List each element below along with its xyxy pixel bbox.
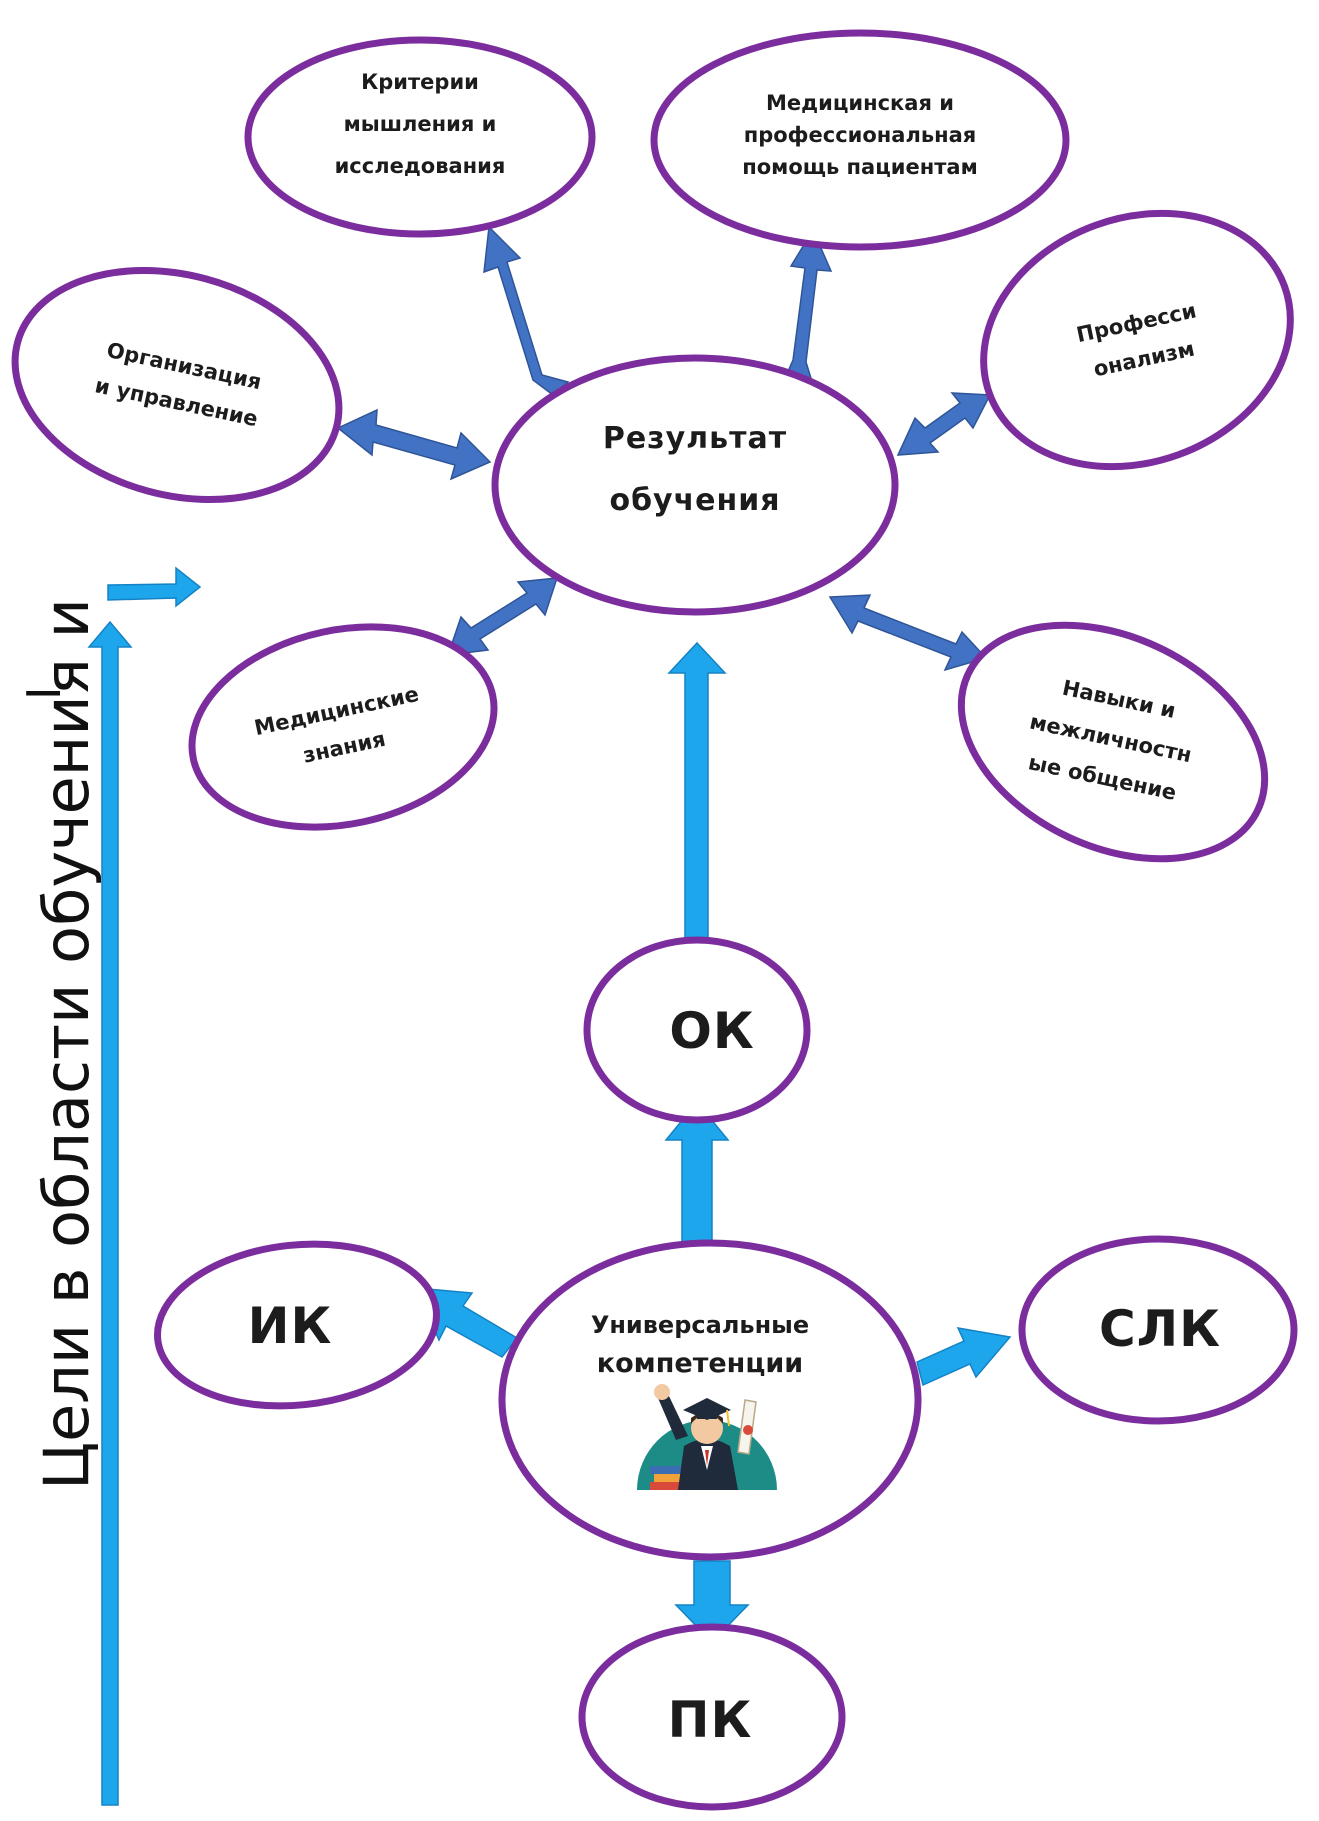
arrow-center-organization — [336, 408, 492, 481]
arrows — [87, 225, 1012, 1806]
center-result: Результат обучения — [491, 354, 899, 616]
outcome-thinking-line-1: Критерии — [361, 70, 479, 94]
side-caption-mark: I — [17, 686, 71, 700]
center-result-line-2: обучения — [609, 483, 780, 518]
node-ok-label: ОК — [669, 1002, 754, 1060]
arrow-universal-to-pk — [674, 1560, 750, 1644]
node-pk-label: ПК — [668, 1691, 753, 1749]
arrow-center-medical-help — [780, 228, 833, 389]
outcome-knowledge: Медицинские знания — [188, 623, 498, 831]
arrow-ok-to-center — [667, 641, 727, 941]
side-caption-text: Цели в области обучения и — [30, 598, 103, 1490]
side-caption: Цели в области обучения и I — [17, 598, 103, 1490]
arrow-side-up — [87, 620, 133, 1806]
outcome-medical-help-line-3: помощь пациентам — [742, 155, 978, 179]
node-slk: СЛК — [1018, 1235, 1298, 1425]
outcome-organization: Организация и управление — [11, 266, 343, 504]
node-universal: Универсальные компетенции — [498, 1239, 922, 1561]
arrow-universal-to-ok — [664, 1100, 730, 1254]
node-universal-line-2: компетенции — [597, 1348, 803, 1379]
arrow-universal-to-ik — [414, 1287, 519, 1358]
arrow-center-professionalism — [896, 392, 992, 456]
arrow-side-right — [107, 566, 202, 608]
node-ik-label: ИК — [248, 1297, 333, 1355]
node-pk: ПК — [578, 1623, 846, 1811]
arrow-center-knowledge — [446, 577, 559, 656]
center-result-line-1: Результат — [603, 421, 787, 456]
outcome-communication: Навыки и межличностн ые общение — [957, 621, 1269, 863]
outcome-medical-help-line-1: Медицинская и — [766, 91, 954, 115]
arrow-universal-to-slk — [916, 1327, 1012, 1387]
node-ik: ИК — [154, 1240, 440, 1410]
node-slk-label: СЛК — [1099, 1300, 1221, 1358]
arrow-center-thinking — [483, 225, 570, 396]
node-universal-line-1: Универсальные — [591, 1311, 809, 1339]
outcome-thinking: Критерии мышления и исследования — [244, 36, 596, 238]
outcome-professionalism: Професси онализм — [980, 209, 1294, 471]
outcome-thinking-line-3: исследования — [335, 154, 506, 178]
outcome-medical-help: Медицинская и профессиональная помощь па… — [650, 29, 1070, 251]
outcome-medical-help-line-2: профессиональная — [744, 123, 977, 147]
graduate-with-diploma-icon — [637, 1384, 777, 1490]
arrow-center-communication — [828, 594, 988, 672]
node-ok: ОК — [583, 936, 811, 1124]
outcome-thinking-line-2: мышления и — [344, 112, 497, 136]
